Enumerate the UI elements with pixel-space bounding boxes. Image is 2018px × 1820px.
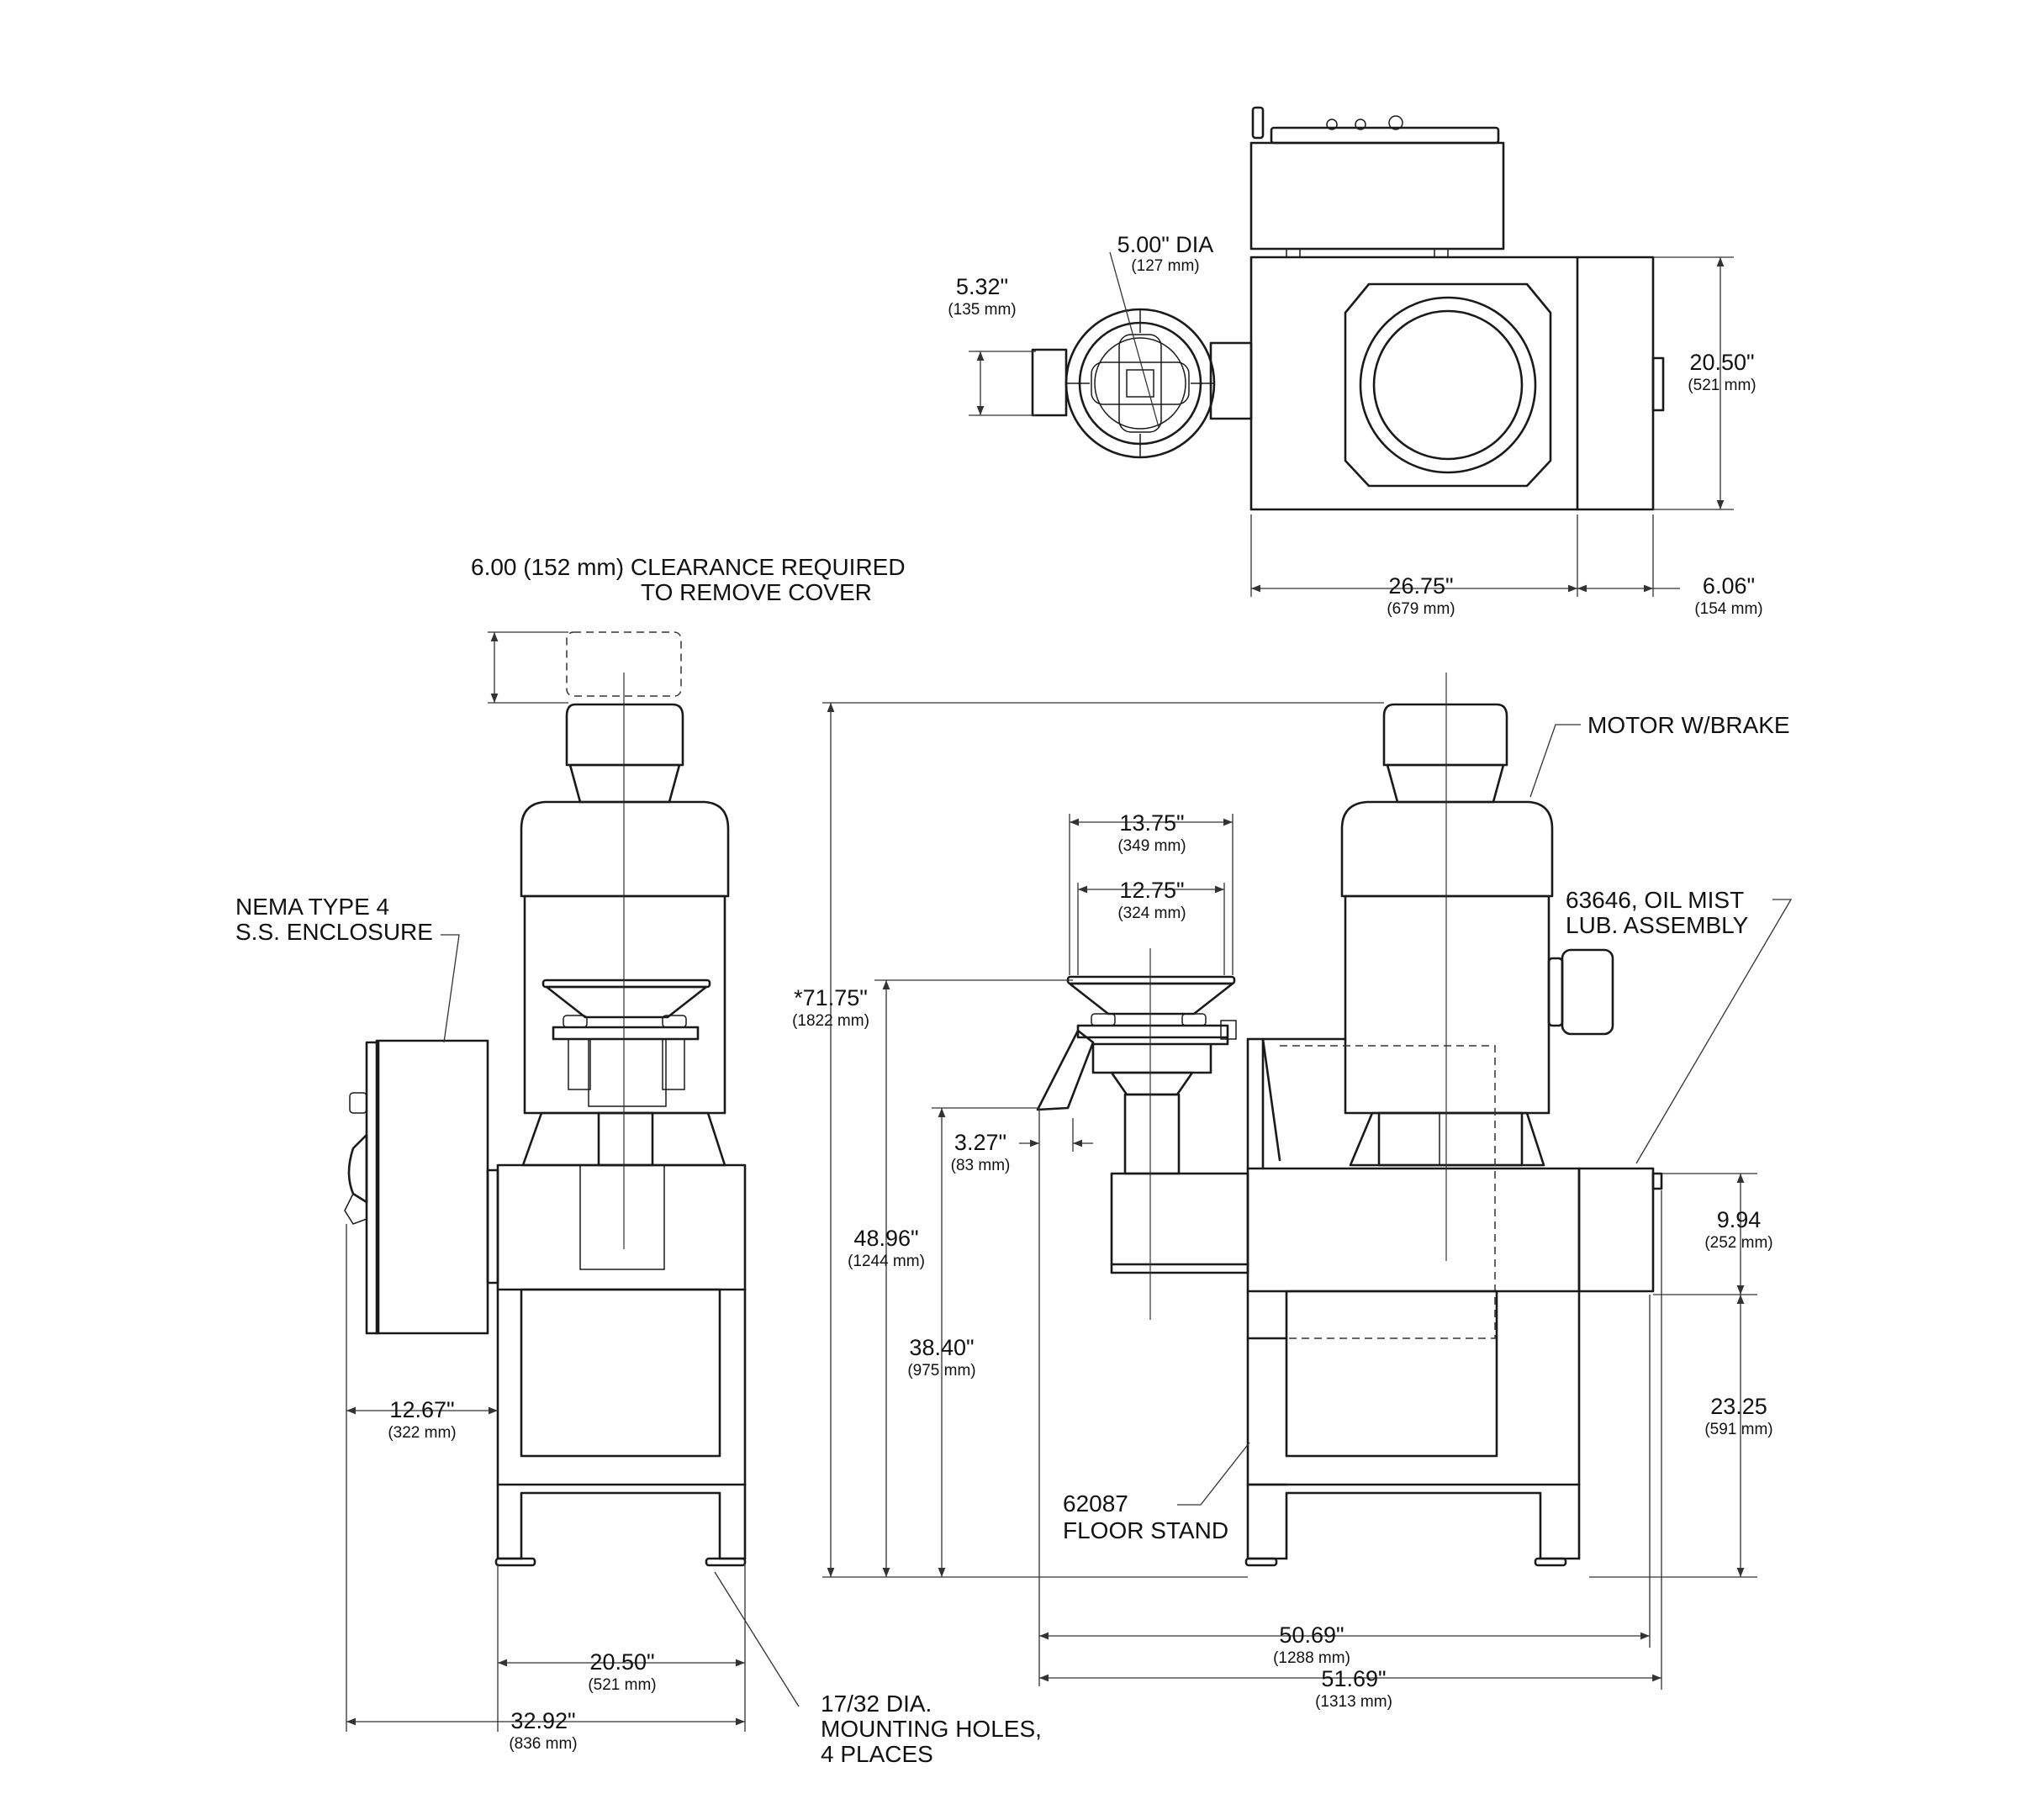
dim-stand-height-label: 23.25	[1710, 1394, 1767, 1419]
dim-overall-height-label: *71.75"	[794, 985, 868, 1010]
dim-top-depth-label: 20.50"	[1689, 350, 1754, 375]
dim-base-height-mm: (252 mm)	[1704, 1234, 1772, 1252]
dim-left-overhang-label: 12.67"	[389, 1397, 454, 1422]
dim-total-length-label: 51.69"	[1321, 1666, 1386, 1691]
note-holes-line3: 4 PLACES	[821, 1741, 933, 1767]
dim-chute-offset-mm: (83 mm)	[951, 1157, 1011, 1174]
dim-hopper-inner-mm: (324 mm)	[1117, 905, 1186, 922]
dim-top-side-label: 6.06"	[1703, 573, 1755, 599]
dim-hopper-height-label: 48.96"	[853, 1226, 918, 1251]
dim-stand-height-mm: (591 mm)	[1704, 1421, 1772, 1438]
dim-overall-length-label: 50.69"	[1279, 1622, 1344, 1648]
dim-left-total-width-label: 32.92"	[510, 1708, 575, 1733]
note-stand-line1: 62087	[1063, 1490, 1128, 1517]
front-view-dimensions	[346, 631, 800, 1732]
side-view-dimensions	[822, 702, 1793, 1690]
dim-left-stand-width-mm: (521 mm)	[588, 1676, 656, 1694]
dim-top-depth-mm: (521 mm)	[1688, 377, 1756, 394]
dim-overall-length-mm: (1288 mm)	[1273, 1649, 1350, 1667]
dim-discharge-height-label: 38.40"	[909, 1335, 974, 1360]
dim-left-stand-width-label: 20.50"	[589, 1649, 654, 1675]
dim-hopper-inner-label: 12.75"	[1119, 878, 1184, 903]
callout-notes: 6.00 (152 mm) CLEARANCE REQUIRED TO REMO…	[235, 554, 1790, 1767]
note-stand-line2: FLOOR STAND	[1063, 1517, 1228, 1543]
dim-top-dia-mm: (127 mm)	[1131, 257, 1199, 275]
front-view	[344, 631, 747, 1567]
note-lube-line2: LUB. ASSEMBLY	[1566, 912, 1749, 938]
note-enclosure-line1: NEMA TYPE 4	[235, 894, 389, 920]
note-clearance-line2: TO REMOVE COVER	[641, 579, 872, 605]
note-motor: MOTOR W/BRAKE	[1587, 712, 1790, 738]
dim-left-total-width-mm: (836 mm)	[509, 1735, 577, 1753]
top-view	[1031, 106, 1665, 511]
dim-base-height-label: 9.94	[1717, 1207, 1762, 1232]
note-clearance-line1: 6.00 (152 mm) CLEARANCE REQUIRED	[471, 554, 906, 580]
dim-top-dia-label: 5.00" DIA	[1117, 232, 1214, 257]
note-holes-line1: 17/32 DIA.	[821, 1691, 932, 1717]
top-view-dimensions	[969, 251, 1734, 597]
dim-hopper-outer-label: 13.75"	[1119, 810, 1184, 836]
dim-left-overhang-mm: (322 mm)	[388, 1424, 456, 1442]
dim-total-length-mm: (1313 mm)	[1315, 1693, 1392, 1711]
dim-hopper-outer-mm: (349 mm)	[1117, 837, 1186, 855]
dim-top-width-label: 26.75"	[1388, 573, 1453, 599]
note-holes-line2: MOUNTING HOLES,	[821, 1716, 1042, 1742]
dim-hopper-height-mm: (1244 mm)	[848, 1253, 925, 1270]
dim-top-offset-label: 5.32"	[956, 274, 1008, 299]
note-enclosure-line2: S.S. ENCLOSURE	[235, 919, 433, 945]
dim-overall-height-mm: (1822 mm)	[792, 1012, 869, 1030]
side-view	[1036, 673, 1663, 1567]
dim-top-offset-mm: (135 mm)	[948, 301, 1016, 319]
dimension-labels: 5.00" DIA (127 mm) 5.32" (135 mm) 20.50"…	[388, 232, 1772, 1753]
note-lube-line1: 63646, OIL MIST	[1566, 887, 1744, 913]
dim-discharge-height-mm: (975 mm)	[907, 1362, 975, 1380]
dim-top-width-mm: (679 mm)	[1387, 600, 1455, 618]
dim-top-side-mm: (154 mm)	[1694, 600, 1762, 618]
dim-chute-offset-label: 3.27"	[954, 1130, 1006, 1155]
